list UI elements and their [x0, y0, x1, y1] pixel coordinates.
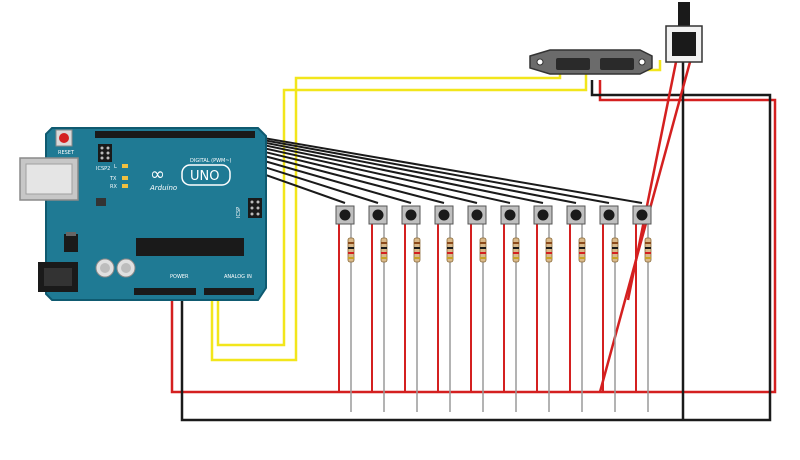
model-label: UNO: [190, 169, 219, 184]
led-rx: [122, 184, 128, 188]
icsp-label: ICSP: [236, 207, 242, 218]
data-wire-9: [229, 133, 610, 204]
icsp2-label: ICSP2: [96, 166, 110, 172]
resistor-5: [479, 237, 487, 263]
sensor-mount-left: [536, 58, 544, 66]
capacitor-2-top: [121, 263, 131, 273]
power-header: [134, 288, 196, 295]
resistor-8: [578, 237, 586, 263]
arduino-logo-icon: ∞: [150, 164, 165, 185]
pushbutton-3[interactable]: [401, 205, 421, 225]
yellow-wire-sensor: [210, 70, 562, 362]
icsp-header: [248, 198, 262, 218]
power-jack-inner: [44, 268, 72, 286]
icsp2-header: [98, 144, 112, 162]
red-rail-wire: [170, 80, 777, 394]
sensor-eye-left: [556, 58, 590, 70]
reset-button-cap[interactable]: [59, 133, 69, 143]
data-wire-10: [239, 133, 643, 204]
power-rails: [170, 61, 777, 422]
pushbutton-7[interactable]: [533, 205, 553, 225]
reset-label: RESET: [58, 150, 75, 156]
data-wire-8: [219, 133, 577, 204]
sensor-mount-right: [638, 58, 646, 66]
pushbutton-4[interactable]: [434, 205, 454, 225]
led-l: [122, 164, 128, 168]
digital-header: [95, 131, 255, 138]
resistor-9: [611, 237, 619, 263]
led-tx-label: TX: [109, 176, 117, 182]
resistor-4: [446, 237, 454, 263]
pot-knob-base: [672, 32, 696, 56]
power-label: POWER: [170, 274, 189, 280]
led-l-label: L: [114, 164, 117, 170]
black-rail-wire: [180, 80, 772, 422]
pushbutton-6[interactable]: [500, 205, 520, 225]
pushbutton-5[interactable]: [467, 205, 487, 225]
pushbutton-10[interactable]: [632, 205, 652, 225]
atmega-chip: [136, 238, 244, 256]
resistor-3: [413, 237, 421, 263]
analog-header: [204, 288, 254, 295]
pushbutton-2[interactable]: [368, 205, 388, 225]
regulator-tab: [66, 232, 76, 236]
regulator: [64, 234, 78, 252]
analog-label: ANALOG IN: [224, 274, 252, 280]
resistor-2: [380, 237, 388, 263]
digital-label: DIGITAL (PWM~): [190, 158, 232, 164]
small-chip: [96, 198, 106, 206]
pushbutton-8[interactable]: [566, 205, 586, 225]
led-rx-label: RX: [110, 184, 117, 190]
resistor-7: [545, 237, 553, 263]
resistor-10: [644, 237, 652, 263]
arduino-board: RESET ICSP2 DIGITAL (PWM~) L TX RX ∞ Ard…: [19, 127, 267, 301]
pot-wire-red-diagonal: [598, 61, 692, 393]
pushbutton-1[interactable]: [335, 205, 355, 225]
distance-sensor: [529, 49, 653, 75]
resistor-1: [347, 237, 355, 263]
resistor-6: [512, 237, 520, 263]
model-badge: [181, 164, 231, 186]
sensor-eye-right: [600, 58, 634, 70]
led-tx: [122, 176, 128, 180]
potentiometer: [665, 2, 703, 63]
pot-shaft: [678, 2, 690, 28]
capacitor-1-top: [100, 263, 110, 273]
brand-label: Arduino: [149, 184, 177, 192]
pushbutton-9[interactable]: [599, 205, 619, 225]
button-array: [335, 205, 652, 412]
usb-port-inner: [25, 163, 73, 195]
